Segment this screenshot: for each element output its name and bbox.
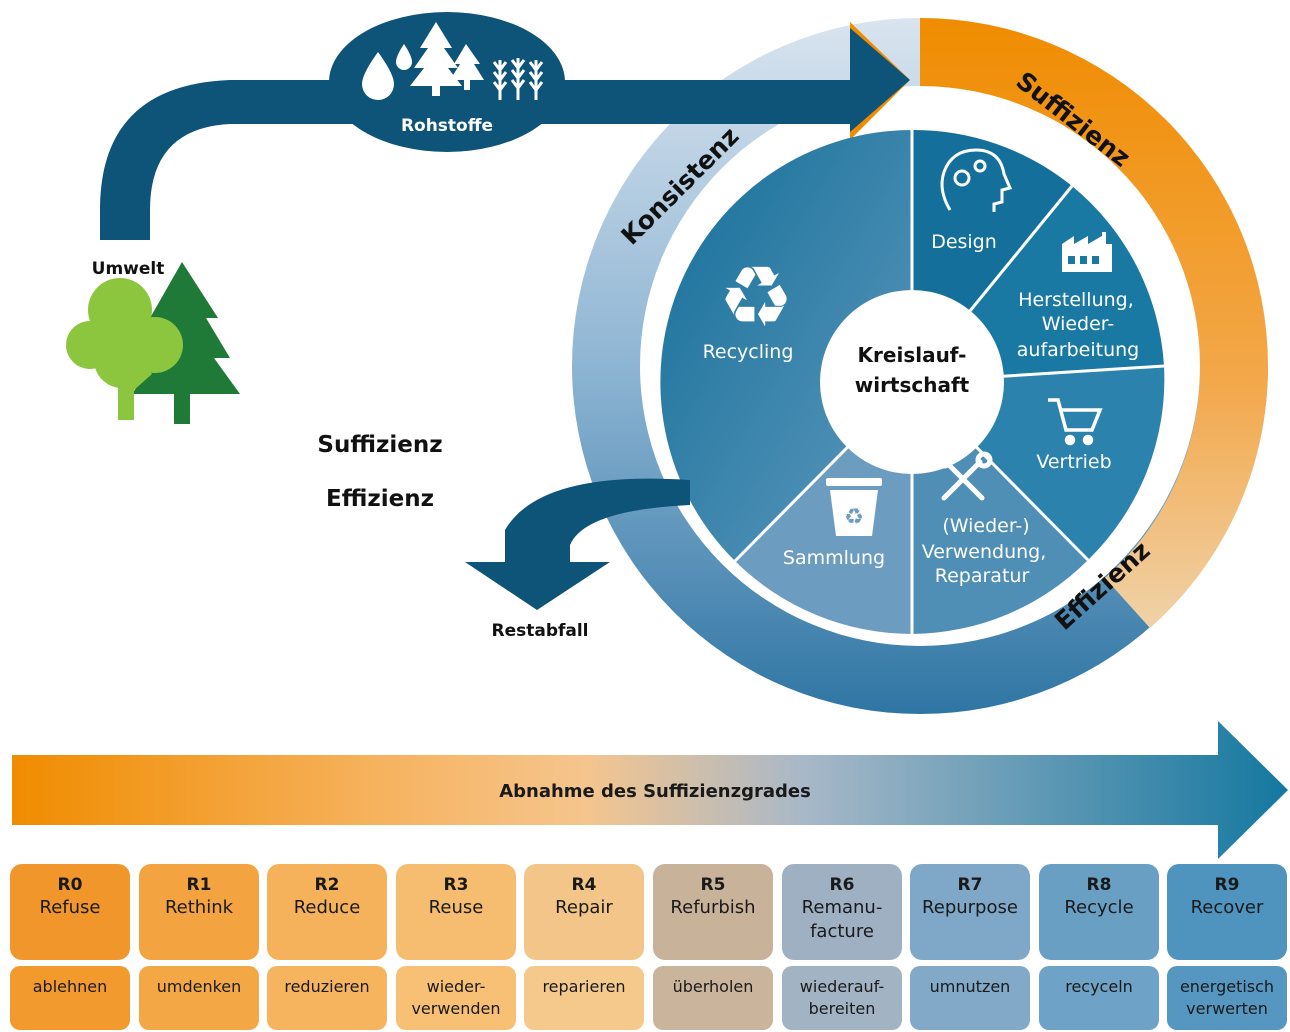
r-strategy-verb: wiederauf- bereiten xyxy=(782,966,902,1030)
tools-icon xyxy=(935,451,993,501)
segment-label-herstellung-1: Herstellung, xyxy=(1018,289,1134,311)
trees-icon xyxy=(410,22,484,96)
r-strategy-code: R2 xyxy=(314,875,340,895)
segment-label-vertrieb: Vertrieb xyxy=(1036,451,1111,473)
r-strategy-name: Recover xyxy=(1190,897,1264,918)
wheat-icon xyxy=(492,58,544,100)
r-strategy-code: R9 xyxy=(1214,875,1240,895)
segment-label-herstellung-2: Wieder- xyxy=(1042,313,1115,335)
segment-label-wiederverwendung-1: (Wieder-) xyxy=(942,515,1029,537)
r-strategy-verb: reparieren xyxy=(524,966,644,1030)
segment-label-recycling: Recycling xyxy=(703,341,794,363)
segment-label-design: Design xyxy=(931,231,997,253)
sufficiency-gradient-arrow: Abnahme des Suffizienzgrades xyxy=(12,721,1288,859)
r-strategy-code: R5 xyxy=(700,875,726,895)
outer-ring-orange xyxy=(920,18,1269,628)
r-strategy-code: R8 xyxy=(1086,875,1112,895)
residual-waste-label: Restabfall xyxy=(491,621,588,641)
r-strategy-name: Recycle xyxy=(1064,897,1134,918)
r-strategy-name: Repurpose xyxy=(922,897,1018,918)
circular-economy-diagram: Rohstoffe Umwelt Suffizienz Effizienz Re… xyxy=(66,12,1269,714)
raw-materials-arrow xyxy=(100,28,910,240)
svg-text:♻: ♻ xyxy=(718,248,793,346)
environment-label: Umwelt xyxy=(92,259,165,279)
r-strategy-name: Remanu- facture xyxy=(801,897,883,942)
gradient-arrow-label: Abnahme des Suffizienzgrades xyxy=(499,781,811,802)
center-line-2: wirtschaft xyxy=(855,373,970,397)
segment-label-herstellung-3: aufarbeitung xyxy=(1017,339,1139,361)
segment-recycling xyxy=(660,130,912,561)
r-strategy-verb: überholen xyxy=(653,966,773,1030)
r-strategy-code: R6 xyxy=(829,875,855,895)
r-strategy-code: R3 xyxy=(443,875,469,895)
segment-label-sammlung: Sammlung xyxy=(783,547,885,569)
segment-label-wiederverwendung-3: Reparatur xyxy=(935,565,1030,587)
forest-icon xyxy=(66,262,240,424)
r-strategy-verb: umnutzen xyxy=(910,966,1030,1030)
r-strategy-code: R4 xyxy=(571,875,597,895)
inner-wheel xyxy=(660,129,1165,634)
shopping-cart-icon xyxy=(1048,398,1103,446)
recycle-bin-icon: ♻ xyxy=(826,478,882,536)
r-strategy-code: R1 xyxy=(186,875,212,895)
left-strategy-effizienz: Effizienz xyxy=(326,486,434,512)
r-strategy-verb: ablehnen xyxy=(10,966,130,1030)
r-strategy-verb: wieder- verwenden xyxy=(396,966,516,1030)
r-strategy-name: Refurbish xyxy=(670,897,756,918)
water-drops-icon xyxy=(362,44,412,100)
raw-materials-label: Rohstoffe xyxy=(401,116,493,136)
residual-waste-arrow xyxy=(465,478,690,610)
r-strategy-verb: energetisch verwerten xyxy=(1167,966,1287,1030)
r-strategy-name: Repair xyxy=(555,897,613,918)
factory-icon xyxy=(1062,232,1112,272)
recycling-icon: ♻ xyxy=(718,248,793,346)
r-strategy-name: Refuse xyxy=(39,897,101,918)
center-line-1: Kreislauf- xyxy=(858,343,967,367)
r-strategy-name: Reuse xyxy=(428,897,484,918)
head-gears-icon xyxy=(940,148,1013,212)
segment-label-wiederverwendung-2: Verwendung, xyxy=(922,541,1047,563)
r-strategy-verb: reduzieren xyxy=(267,966,387,1030)
r-strategy-verb: umdenken xyxy=(139,966,259,1030)
r-strategy-name: Rethink xyxy=(164,897,234,918)
r-strategy-verb: recyceln xyxy=(1039,966,1159,1030)
left-strategy-suffizienz: Suffizienz xyxy=(317,432,442,458)
r-strategy-code: R7 xyxy=(957,875,983,895)
svg-text:♻: ♻ xyxy=(844,505,864,530)
r-strategy-code: R0 xyxy=(57,875,83,895)
r-strategy-name: Reduce xyxy=(293,897,361,918)
